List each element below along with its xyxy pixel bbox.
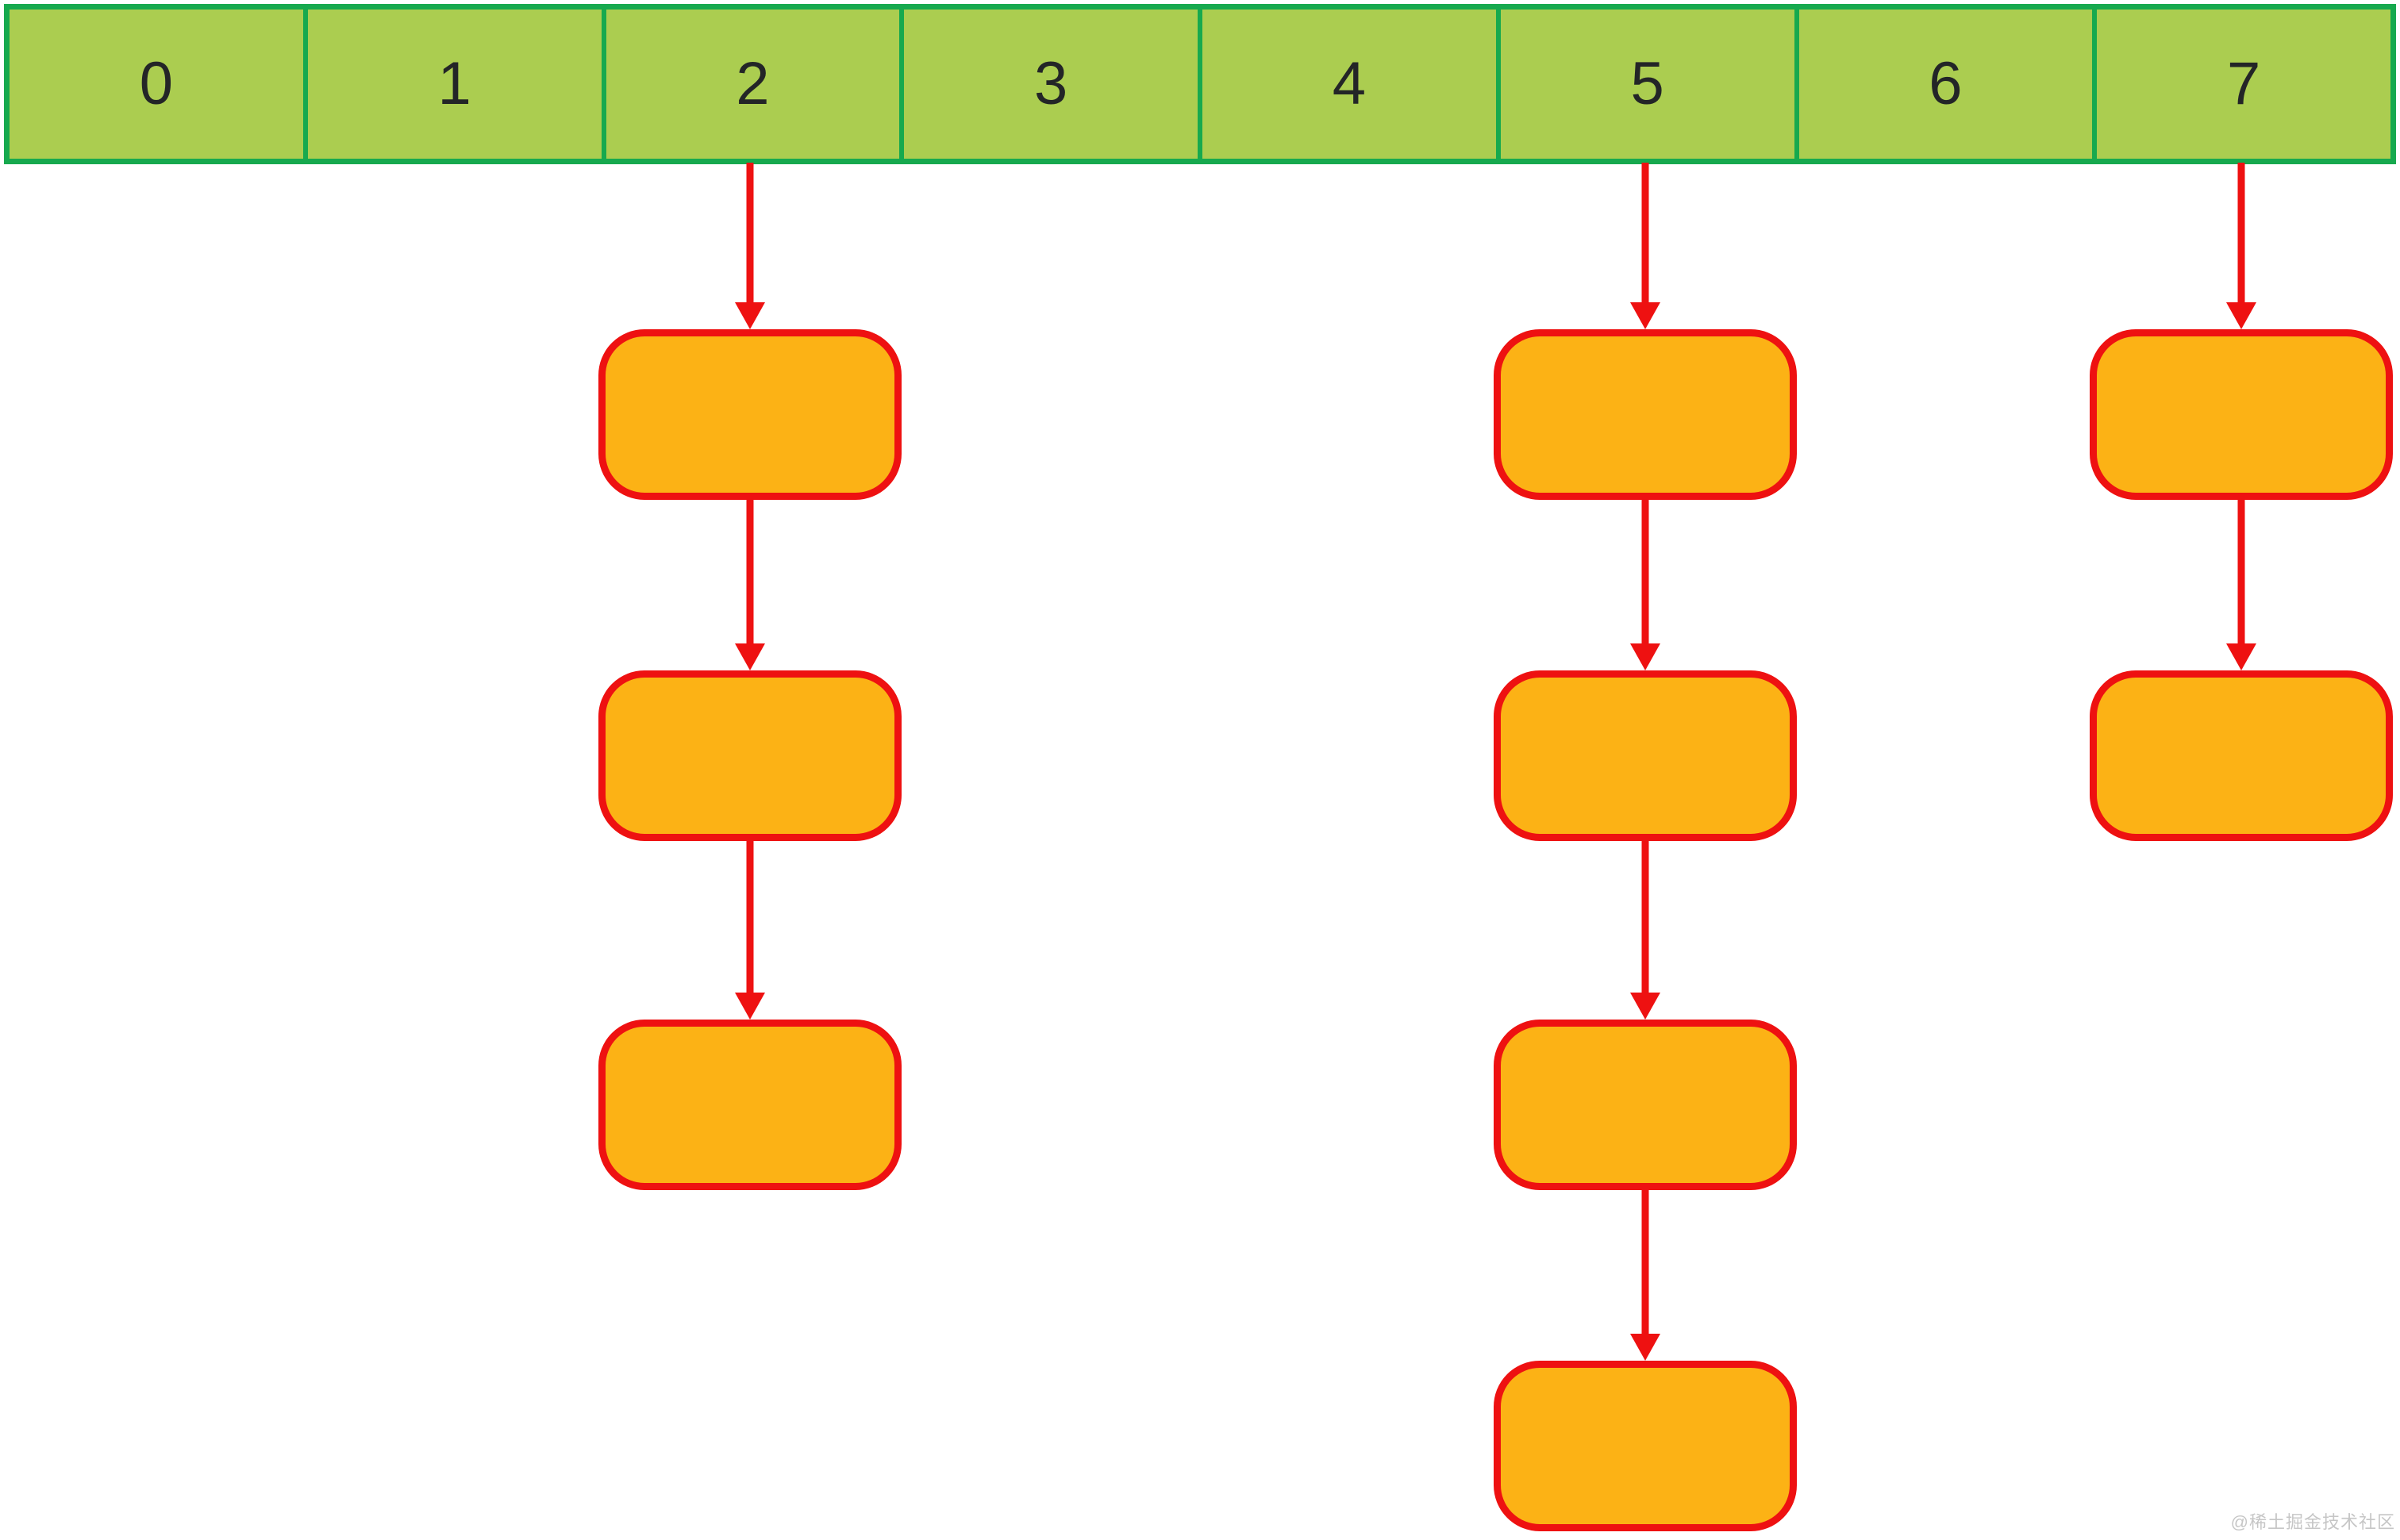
- chain-node-bucket5-2: [1493, 1020, 1797, 1190]
- array-cell-2: 2: [601, 10, 900, 159]
- array-cell-label: 0: [139, 50, 174, 117]
- arrow-head: [735, 643, 766, 670]
- array-cell-label: 7: [2226, 50, 2261, 117]
- chain-node-bucket7-0: [2090, 329, 2394, 500]
- arrow-line: [2237, 163, 2245, 307]
- arrow-head: [1629, 302, 1660, 329]
- down-arrow-connector-bucket7-0: [2226, 163, 2257, 329]
- chain-node-bucket2-0: [598, 329, 902, 500]
- arrow-line: [746, 841, 754, 997]
- arrow-line: [1641, 841, 1649, 997]
- arrow-head: [735, 302, 766, 329]
- arrow-line: [1641, 163, 1649, 307]
- array-cell-label: 3: [1033, 50, 1068, 117]
- down-arrow-connector-bucket5-0: [1629, 163, 1660, 329]
- down-arrow-connector-bucket5-3: [1629, 1190, 1660, 1361]
- down-arrow-connector-bucket7-1: [2226, 500, 2257, 670]
- array-cell-label: 2: [736, 50, 770, 117]
- array-cell-6: 6: [1794, 10, 2093, 159]
- down-arrow-connector-bucket5-2: [1629, 841, 1660, 1020]
- chain-node-bucket5-1: [1493, 670, 1797, 841]
- arrow-head: [1629, 1334, 1660, 1361]
- arrow-head: [2226, 643, 2257, 670]
- down-arrow-connector-bucket2-2: [735, 841, 766, 1020]
- array-cell-7: 7: [2092, 10, 2390, 159]
- array-cell-5: 5: [1495, 10, 1794, 159]
- arrow-line: [746, 163, 754, 307]
- chain-node-bucket5-3: [1493, 1361, 1797, 1531]
- arrow-head: [735, 993, 766, 1020]
- chain-node-bucket7-1: [2090, 670, 2394, 841]
- arrow-line: [1641, 1190, 1649, 1338]
- down-arrow-connector-bucket5-1: [1629, 500, 1660, 670]
- array-cell-label: 5: [1630, 50, 1664, 117]
- bucket-array: 0 1 2 3 4 5 6 7: [4, 4, 2396, 164]
- array-cell-label: 6: [1929, 50, 1963, 117]
- arrow-line: [746, 500, 754, 648]
- chain-node-bucket5-0: [1493, 329, 1797, 500]
- array-cell-3: 3: [899, 10, 1198, 159]
- array-cell-1: 1: [302, 10, 602, 159]
- arrow-head: [1629, 643, 1660, 670]
- array-cell-label: 4: [1332, 50, 1367, 117]
- arrow-line: [2237, 500, 2245, 648]
- array-cell-label: 1: [437, 50, 471, 117]
- arrow-head: [2226, 302, 2257, 329]
- down-arrow-connector-bucket2-1: [735, 500, 766, 670]
- down-arrow-connector-bucket2-0: [735, 163, 766, 329]
- array-cell-4: 4: [1198, 10, 1496, 159]
- arrow-head: [1629, 993, 1660, 1020]
- chain-node-bucket2-2: [598, 1020, 902, 1190]
- chain-node-bucket2-1: [598, 670, 902, 841]
- watermark-text: @稀土掘金技术社区: [2230, 1512, 2395, 1532]
- arrow-line: [1641, 500, 1649, 648]
- array-cell-0: 0: [10, 10, 303, 159]
